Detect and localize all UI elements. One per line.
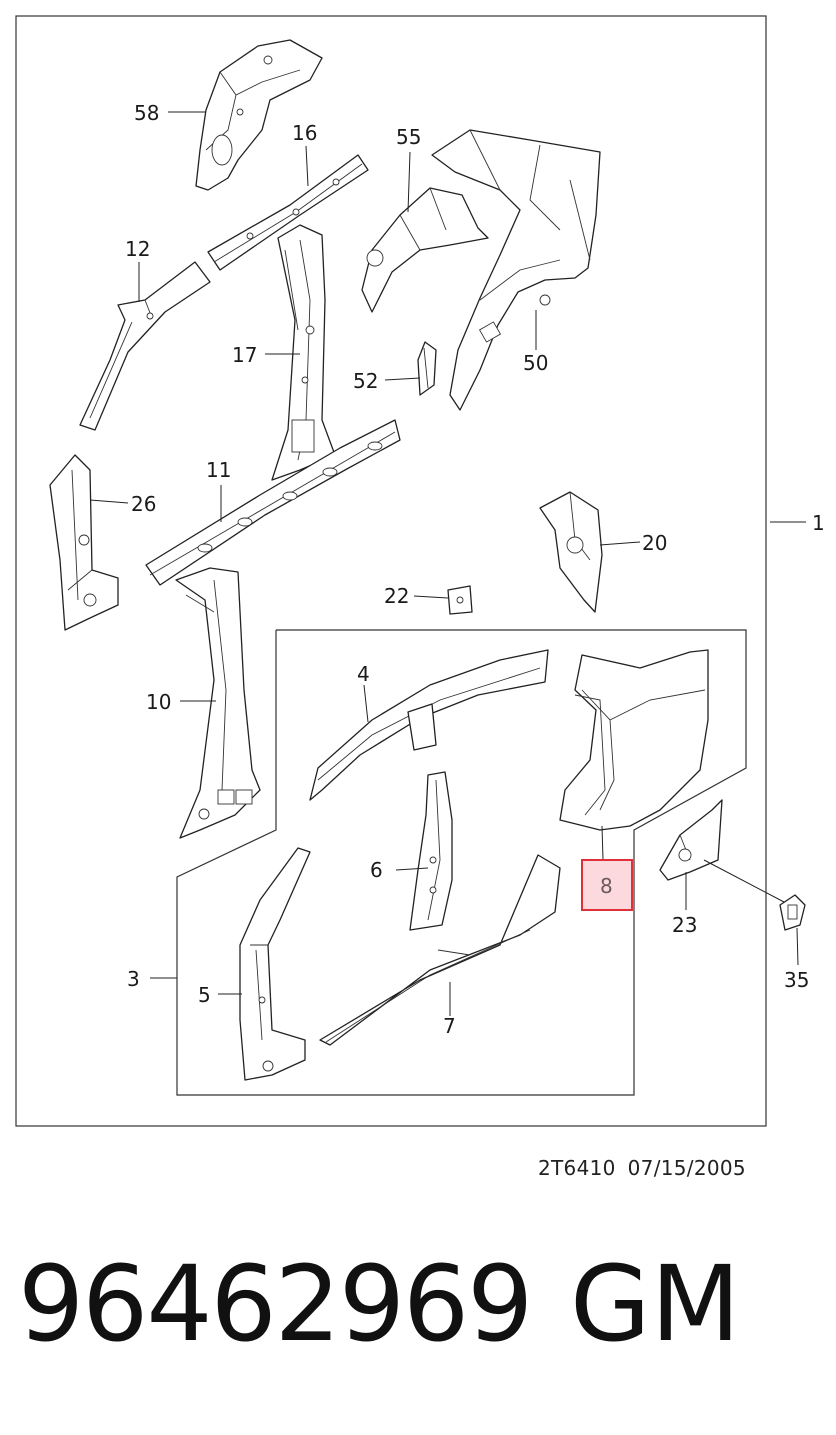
highlight-box-8 xyxy=(581,859,633,911)
callout-10: 10 xyxy=(146,690,171,714)
part-35-plug xyxy=(779,894,806,931)
diagram-reference: 2T6410 07/15/2005 xyxy=(538,1156,746,1180)
callout-12: 12 xyxy=(125,237,150,261)
callout-35: 35 xyxy=(784,968,809,992)
part-50-rear-inner-quarter xyxy=(431,129,601,411)
callout-22: 22 xyxy=(384,584,409,608)
part-7-rocker-outer xyxy=(319,854,561,1046)
part-16-roof-rail xyxy=(207,154,369,271)
part-6-b-pillar-outer xyxy=(409,771,453,931)
callout-23: 23 xyxy=(672,913,697,937)
reference-code: 2T6410 xyxy=(538,1156,616,1180)
part-17-b-pillar xyxy=(271,224,336,481)
part-number: 96462969 xyxy=(18,1243,533,1365)
part-52-small-bracket xyxy=(417,341,437,396)
callout-16: 16 xyxy=(292,121,317,145)
callout-8: 8 xyxy=(600,874,613,898)
callout-11: 11 xyxy=(206,458,231,482)
part-12-pillar-upper xyxy=(79,261,211,431)
leader-lines xyxy=(89,111,806,1016)
part-10-pillar-reinforcement xyxy=(175,567,261,839)
part-22-clip xyxy=(447,585,473,615)
callout-17: 17 xyxy=(232,343,257,367)
sub-assembly-outline xyxy=(176,629,747,1096)
part-55-wheelhouse-bracket xyxy=(361,187,489,313)
callout-26: 26 xyxy=(131,492,156,516)
reference-date: 07/15/2005 xyxy=(627,1156,746,1180)
callout-52: 52 xyxy=(353,369,378,393)
brand-name: GM xyxy=(570,1243,741,1365)
callout-5: 5 xyxy=(198,983,211,1007)
callout-3: 3 xyxy=(127,967,140,991)
part-58-bracket xyxy=(195,39,323,191)
callout-7: 7 xyxy=(443,1014,456,1038)
callout-6: 6 xyxy=(370,858,383,882)
diagram-frame xyxy=(15,15,767,1127)
callout-1: 1 xyxy=(812,511,825,535)
callout-20: 20 xyxy=(642,531,667,555)
part-8-quarter-panel xyxy=(559,649,709,831)
part-23-bracket xyxy=(659,799,723,881)
part-5-a-pillar-outer xyxy=(239,847,311,1081)
callout-4: 4 xyxy=(357,662,370,686)
part-4-roof-side xyxy=(309,649,549,801)
part-26-a-pillar-lower xyxy=(49,454,119,631)
callout-58: 58 xyxy=(134,101,159,125)
callout-50: 50 xyxy=(523,351,548,375)
callout-labels: 1 58 16 12 17 55 50 52 11 26 20 22 10 4 … xyxy=(125,101,825,1038)
part-11-rocker-inner xyxy=(145,419,401,586)
callout-55: 55 xyxy=(396,125,421,149)
part-20-bracket xyxy=(539,491,603,613)
